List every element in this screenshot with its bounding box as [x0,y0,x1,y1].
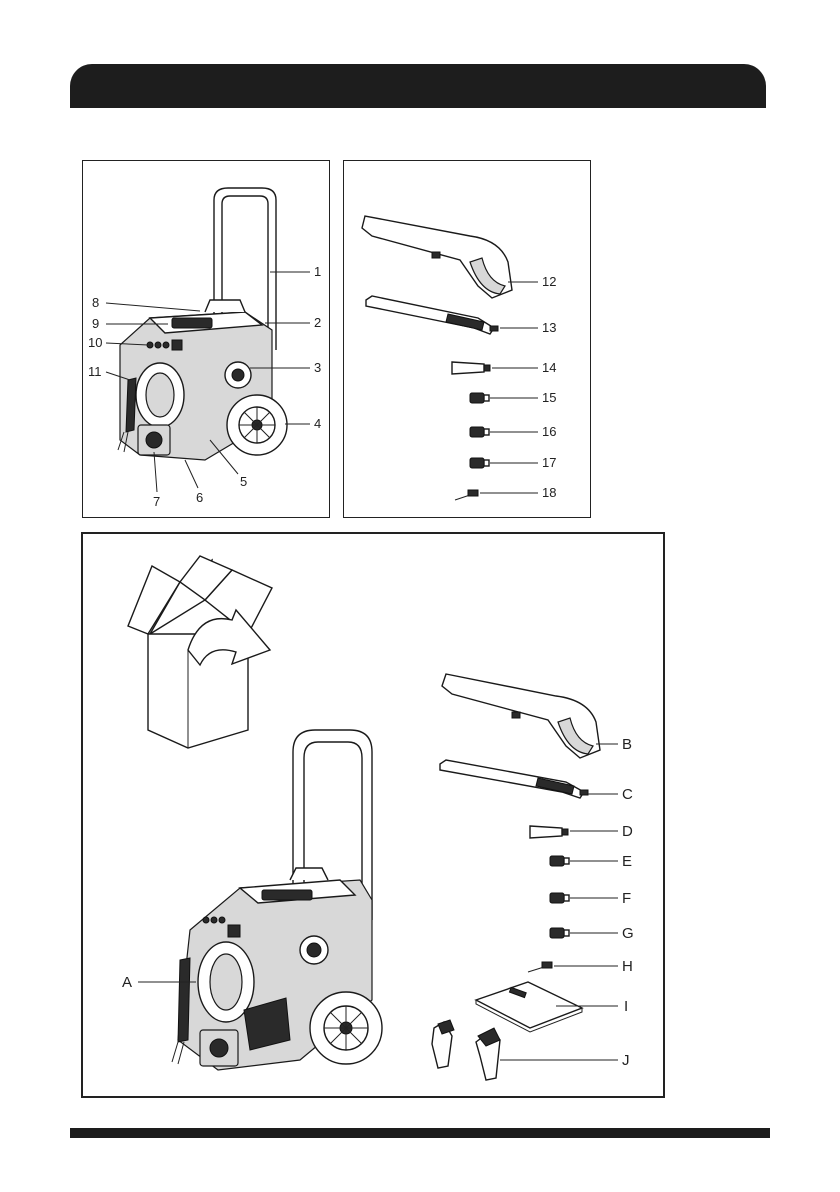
unit-label-8: 8 [92,295,99,310]
accessory-label-17: 17 [542,455,556,470]
unit-label-4: 4 [314,416,321,431]
accessory-label-15: 15 [542,390,556,405]
package-label-d: D [622,823,633,840]
unit-label-7: 7 [153,494,160,509]
package-label-c: C [622,786,633,803]
package-label-i: I [624,998,628,1015]
open-box-drawing [128,556,272,748]
cleaning-needle-h-drawing [528,962,552,972]
unit-label-9: 9 [92,316,99,331]
gun-holder-j-drawing [432,1020,500,1080]
nozzle-15-drawing [470,393,489,403]
package-label-j: J [622,1052,630,1069]
unit-label-6: 6 [196,490,203,505]
nozzle-f-drawing [550,893,569,903]
cleaning-needle-drawing [455,490,478,500]
package-label-b: B [622,736,632,753]
unit-label-10: 10 [88,335,102,350]
package-label-a: A [122,974,132,991]
nozzle-d-drawing [530,826,568,838]
spray-gun-b-drawing [442,674,600,758]
accessory-label-12: 12 [542,274,556,289]
nozzle-g-drawing [550,928,569,938]
unit-label-1: 1 [314,264,321,279]
unit-label-3: 3 [314,360,321,375]
accessory-label-16: 16 [542,424,556,439]
nozzle-e-drawing [550,856,569,866]
nozzle-14-drawing [452,362,490,374]
unit-label-11: 11 [88,364,102,379]
footer-bar [70,1128,770,1138]
unit-label-2: 2 [314,315,321,330]
manual-i-drawing [476,982,582,1032]
unit-label-5: 5 [240,474,247,489]
spray-wand-c-drawing [440,760,588,798]
pressure-washer-large-drawing [172,730,382,1070]
package-label-e: E [622,853,632,870]
spray-gun-drawing [362,216,512,298]
package-label-h: H [622,958,633,975]
accessory-label-13: 13 [542,320,556,335]
accessory-label-18: 18 [542,485,556,500]
package-label-f: F [622,890,631,907]
package-label-g: G [622,925,634,942]
accessory-label-14: 14 [542,360,556,375]
spray-wand-drawing [366,296,498,334]
nozzle-16-drawing [470,427,489,437]
nozzle-17-drawing [470,458,489,468]
